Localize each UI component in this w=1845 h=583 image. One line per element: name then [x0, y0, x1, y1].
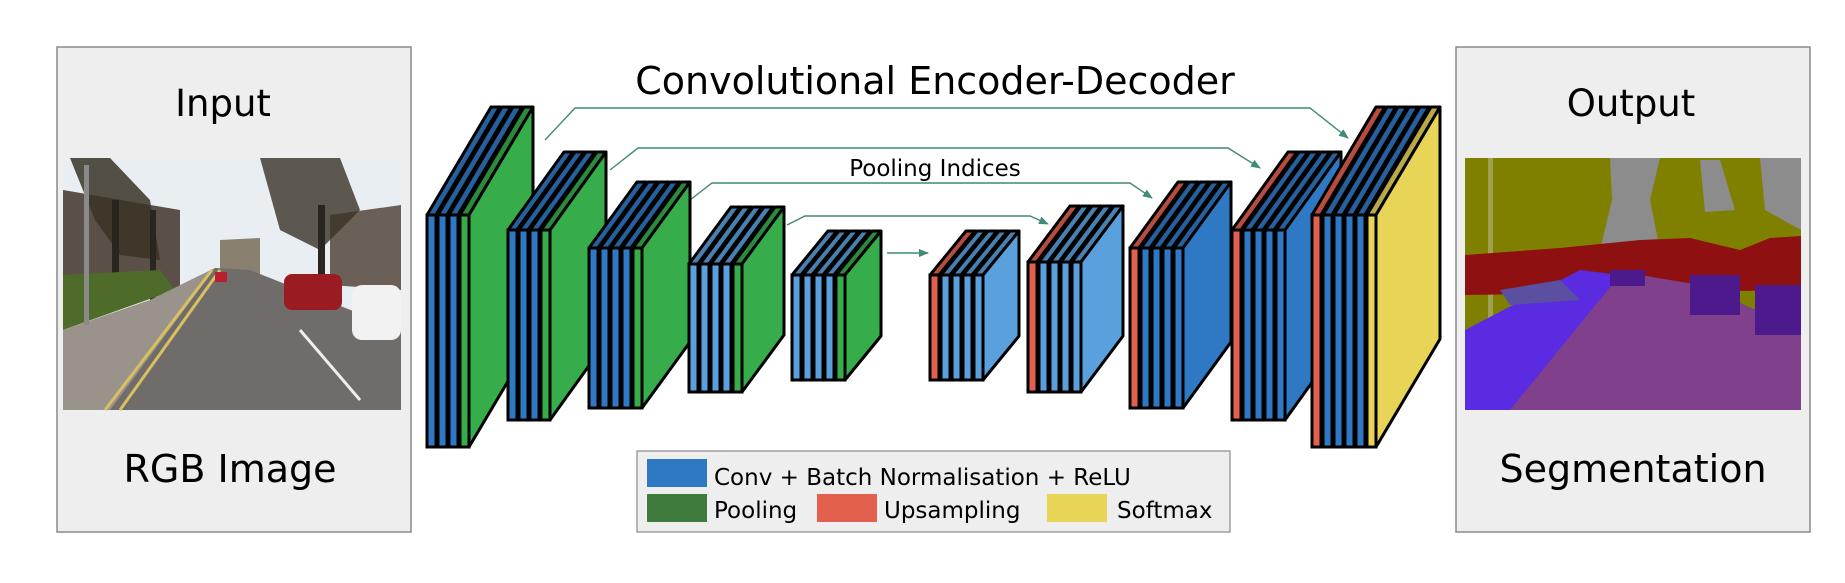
input-panel: Input [56, 46, 412, 533]
skip-arrow-2 [609, 147, 1261, 171]
encoder-block-5-layer-5 [834, 229, 883, 382]
legend-swatch-upsampling [817, 494, 877, 522]
input-rgb-image [63, 158, 401, 411]
encoder-block-4-layer-5 [731, 205, 786, 394]
pooling-indices-arrows [544, 107, 1349, 257]
legend-label-conv: Conv + Batch Normalisation + ReLU [714, 465, 1131, 491]
legend-swatch-pooling [647, 494, 707, 522]
legend-swatch-softmax [1047, 494, 1107, 522]
decoder-block-2-layer-5 [1070, 204, 1125, 394]
skip-arrow-3 [689, 182, 1153, 201]
output-panel: Output Segmentation [1455, 46, 1811, 533]
diagram-title: Convolutional Encoder-Decoder [635, 59, 1235, 103]
legend: Conv + Batch Normalisation + ReLU Poolin… [636, 450, 1231, 533]
encoder-block-3-layer-5 [631, 180, 692, 410]
legend-label-upsampling: Upsampling [884, 498, 1020, 524]
input-caption: RGB Image [123, 447, 336, 491]
output-heading: Output [1567, 82, 1696, 125]
legend-label-softmax: Softmax [1117, 498, 1213, 524]
skip-arrow-1 [544, 107, 1349, 141]
input-heading: Input [175, 82, 271, 125]
skip-arrow-4 [786, 215, 1049, 226]
decoder-block-3-layer-5 [1172, 180, 1233, 410]
output-segmentation-image [1465, 158, 1801, 410]
skip-connection-label: Pooling Indices [849, 156, 1021, 182]
legend-label-pooling: Pooling [714, 498, 797, 524]
legend-swatch-conv [647, 459, 707, 487]
decoder-block-1-layer-5 [972, 229, 1021, 382]
network-layers [425, 105, 1442, 449]
decoder-block-5-layer-6 [1365, 105, 1442, 449]
legend-frame [636, 450, 1231, 533]
output-caption: Segmentation [1499, 447, 1766, 491]
